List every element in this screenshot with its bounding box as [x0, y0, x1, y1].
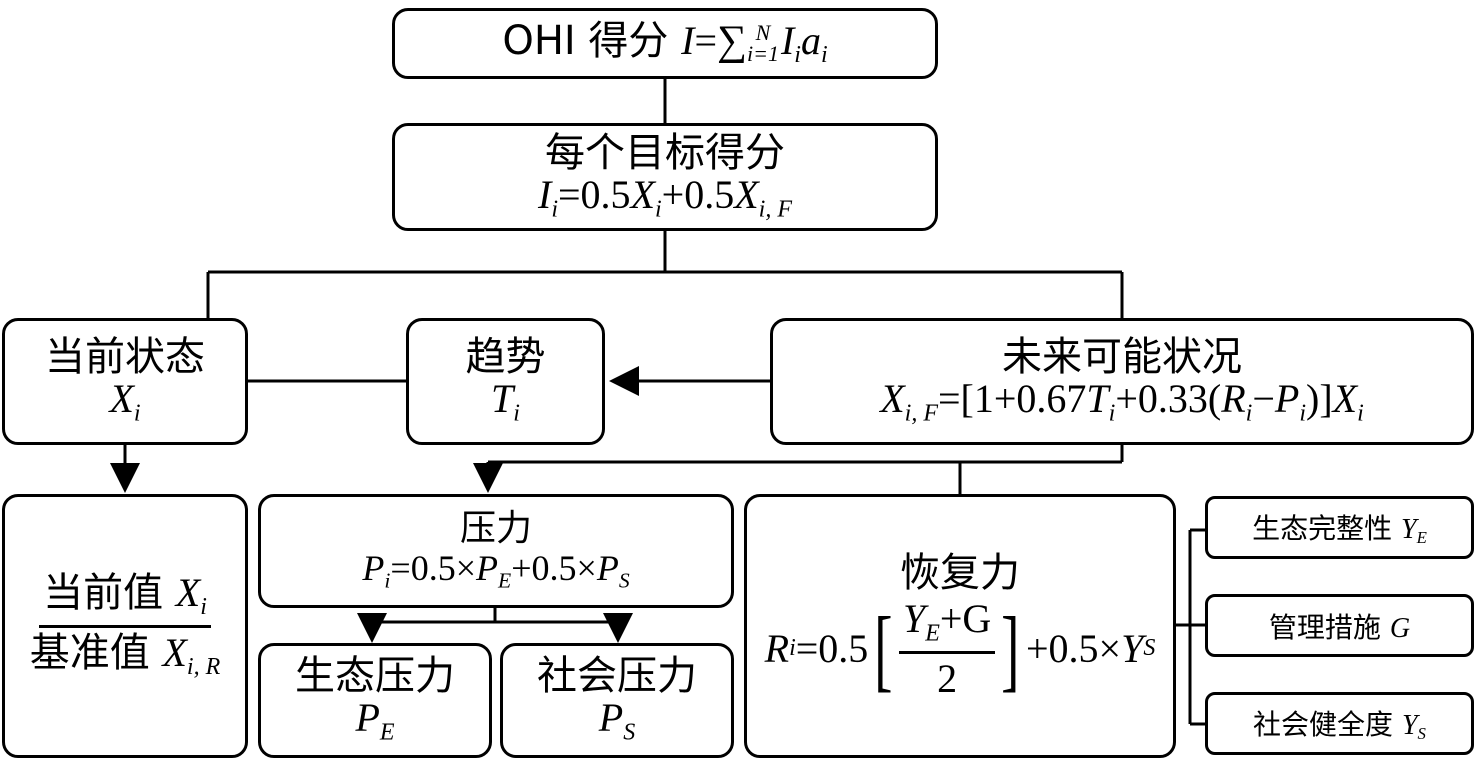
future-T: T: [1086, 376, 1109, 422]
side-var-0: Y: [1401, 513, 1417, 545]
pressure-title: 压力: [459, 508, 532, 550]
sum-upper: N: [755, 19, 771, 45]
goal-plus: +0.5: [661, 171, 735, 217]
side-box-social-health: 社会健全度 YS: [1205, 692, 1474, 755]
resilience-lhs-sub: i: [789, 635, 796, 662]
eco-pressure-var: P: [355, 695, 380, 741]
future-status-box: 未来可能状况 Xi, F=[1+0.67Ti+0.33(Ri−Pi)]Xi: [770, 318, 1474, 445]
res-num-Y-sub: E: [925, 620, 940, 647]
side-sub-2: S: [1417, 724, 1426, 744]
resilience-fraction: YE+G 2: [898, 596, 996, 701]
pressure-PS-sub: S: [618, 568, 630, 593]
resilience-lhs: R: [764, 625, 790, 671]
soc-pressure-var-sub: S: [623, 719, 636, 746]
close-bracket: ]: [1001, 597, 1020, 700]
res-den: 2: [937, 655, 958, 701]
pressure-lhs: P: [362, 547, 385, 588]
goal-X2-sub: i, F: [758, 196, 792, 223]
ohi-term-a-sub: i: [820, 42, 828, 69]
soc-pressure-var: P: [598, 695, 624, 741]
future-X-sub: i: [1357, 400, 1364, 427]
trend-title: 趋势: [465, 334, 546, 381]
ratio-fraction: 当前值 Xi 基准值 Xi, R: [26, 569, 224, 680]
res-num-Y: Y: [902, 596, 926, 642]
ohi-term-I: I: [780, 17, 795, 63]
goal-lhs: I: [538, 171, 552, 217]
future-minus: −: [1252, 376, 1275, 422]
future-rhs-a: =[1+0.67: [937, 376, 1087, 422]
current-title: 当前状态: [45, 334, 205, 381]
pressure-box: 压力 Pi=0.5×PE+0.5×PS: [258, 494, 734, 608]
trend-var-sub: i: [513, 400, 520, 427]
ratio-box: 当前值 Xi 基准值 Xi, R: [2, 494, 248, 758]
future-lhs-sub: i, F: [904, 400, 938, 427]
eco-pressure-title: 生态压力: [295, 653, 455, 700]
future-title: 未来可能状况: [1002, 334, 1242, 381]
goal-X2: X: [734, 171, 759, 217]
ohi-eq: =: [694, 17, 718, 63]
ratio-den-sub: i, R: [186, 653, 221, 680]
goal-rhs1: =0.5: [558, 171, 631, 217]
resilience-YS-sub: S: [1143, 635, 1156, 662]
res-num-plus: +G: [939, 596, 992, 642]
resilience-tail: +0.5×: [1025, 625, 1122, 671]
pressure-PE: P: [476, 547, 498, 588]
resilience-YS: Y: [1121, 625, 1144, 671]
current-status-box: 当前状态 Xi: [2, 318, 248, 445]
sum-lower: i=1: [747, 40, 779, 66]
pressure-lhs-sub: i: [384, 568, 391, 593]
ohi-term-I-sub: i: [794, 42, 801, 69]
eco-pressure-var-sub: E: [379, 719, 395, 746]
goal-X-sub: i: [655, 196, 662, 223]
side-label-0: 生态完整性: [1252, 511, 1393, 545]
ratio-num-text: 当前值: [43, 569, 164, 616]
soc-pressure-box: 社会压力 PS: [500, 643, 734, 758]
side-label-2: 社会健全度: [1253, 707, 1394, 741]
ratio-num-var: X: [175, 569, 201, 615]
ratio-den-var: X: [162, 629, 187, 675]
side-box-management: 管理措施 G: [1205, 594, 1474, 657]
future-P-sub: i: [1299, 400, 1307, 427]
future-R-sub: i: [1245, 400, 1253, 427]
soc-pressure-title: 社会压力: [537, 653, 697, 700]
current-var-sub: i: [133, 400, 141, 427]
future-X: X: [1332, 376, 1358, 422]
side-sub-0: E: [1416, 528, 1427, 548]
pressure-rhs-b: +0.5×: [511, 547, 597, 588]
ohi-lhs: I: [681, 17, 695, 63]
goal-score-box: 每个目标得分 Ii=0.5Xi+0.5Xi, F: [392, 123, 938, 231]
ohi-term-a: a: [800, 17, 821, 63]
resilience-coef: =0.5: [795, 625, 869, 671]
goal-lhs-sub: i: [551, 196, 558, 223]
side-label-1: 管理措施: [1268, 610, 1381, 644]
future-rhs-c: )]: [1306, 376, 1333, 422]
sum-symbol: ∑: [717, 17, 747, 64]
future-R: R: [1221, 376, 1246, 422]
current-var: X: [109, 376, 134, 422]
side-var-1: G: [1389, 612, 1411, 644]
eco-pressure-box: 生态压力 PE: [258, 643, 492, 758]
side-var-2: Y: [1401, 709, 1418, 741]
goal-X: X: [630, 171, 655, 217]
trend-box: 趋势 Ti: [406, 318, 605, 445]
resilience-title: 恢复力: [900, 550, 1020, 597]
pressure-PE-sub: E: [498, 568, 512, 593]
pressure-rhs-a: =0.5×: [390, 547, 476, 588]
ohi-label: OHI 得分: [502, 17, 669, 64]
side-box-ecological-integrity: 生态完整性 YE: [1205, 496, 1474, 559]
future-T-sub: i: [1108, 400, 1116, 427]
trend-var: T: [491, 376, 514, 422]
pressure-PS: P: [596, 547, 619, 588]
goal-title: 每个目标得分: [545, 129, 785, 176]
future-lhs: X: [880, 376, 905, 422]
open-bracket: [: [874, 597, 893, 700]
ratio-den-text: 基准值: [29, 629, 150, 676]
ratio-num-sub: i: [200, 594, 207, 621]
future-rhs-b: +0.33(: [1115, 376, 1222, 422]
future-P: P: [1274, 376, 1300, 422]
